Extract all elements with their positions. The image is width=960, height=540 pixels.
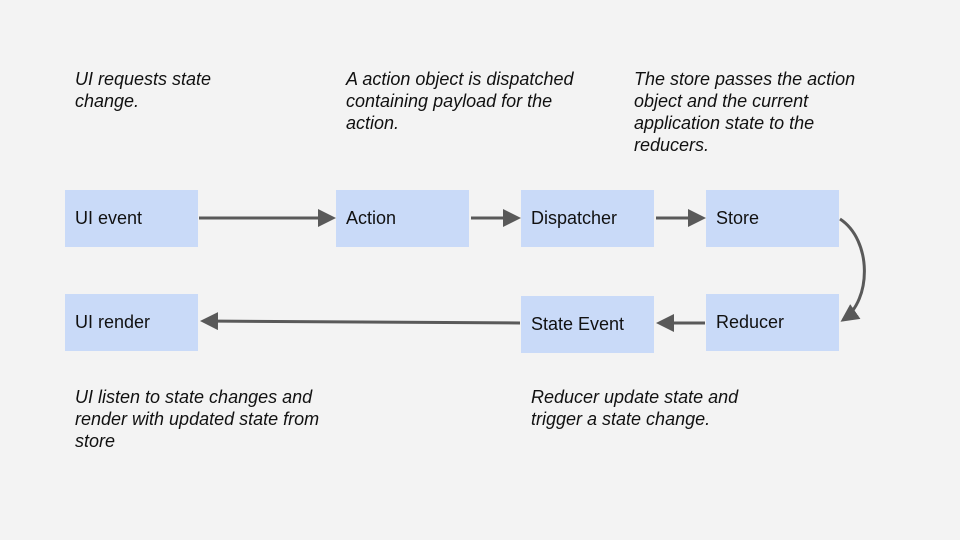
node-ui-event-label: UI event bbox=[75, 208, 143, 228]
node-ui-render: UI render bbox=[65, 294, 198, 351]
node-dispatcher-label: Dispatcher bbox=[531, 208, 618, 228]
node-reducer: Reducer bbox=[706, 294, 839, 351]
node-store-label: Store bbox=[716, 208, 760, 228]
arrow-store-to-reducer bbox=[839, 217, 866, 322]
note-ui-listen: UI listen to state changes and render wi… bbox=[75, 387, 320, 451]
note-reducer-update: Reducer update state and trigger a state… bbox=[531, 387, 739, 429]
node-ui-render-label: UI render bbox=[75, 312, 151, 332]
note-action-dispatched: A action object is dispatched containing… bbox=[346, 69, 574, 133]
node-action: Action bbox=[336, 190, 469, 247]
node-state-event-label: State Event bbox=[531, 314, 625, 334]
arrow-state-event-to-ui-render bbox=[200, 312, 521, 331]
node-action-label: Action bbox=[346, 208, 397, 228]
node-store: Store bbox=[706, 190, 839, 247]
node-reducer-label: Reducer bbox=[716, 312, 785, 332]
note-store-passes: The store passes the action object and t… bbox=[634, 69, 856, 155]
node-state-event: State Event bbox=[521, 296, 654, 353]
node-ui-event: UI event bbox=[65, 190, 198, 247]
node-dispatcher: Dispatcher bbox=[521, 190, 654, 247]
note-ui-requests: UI requests state change. bbox=[75, 69, 212, 111]
